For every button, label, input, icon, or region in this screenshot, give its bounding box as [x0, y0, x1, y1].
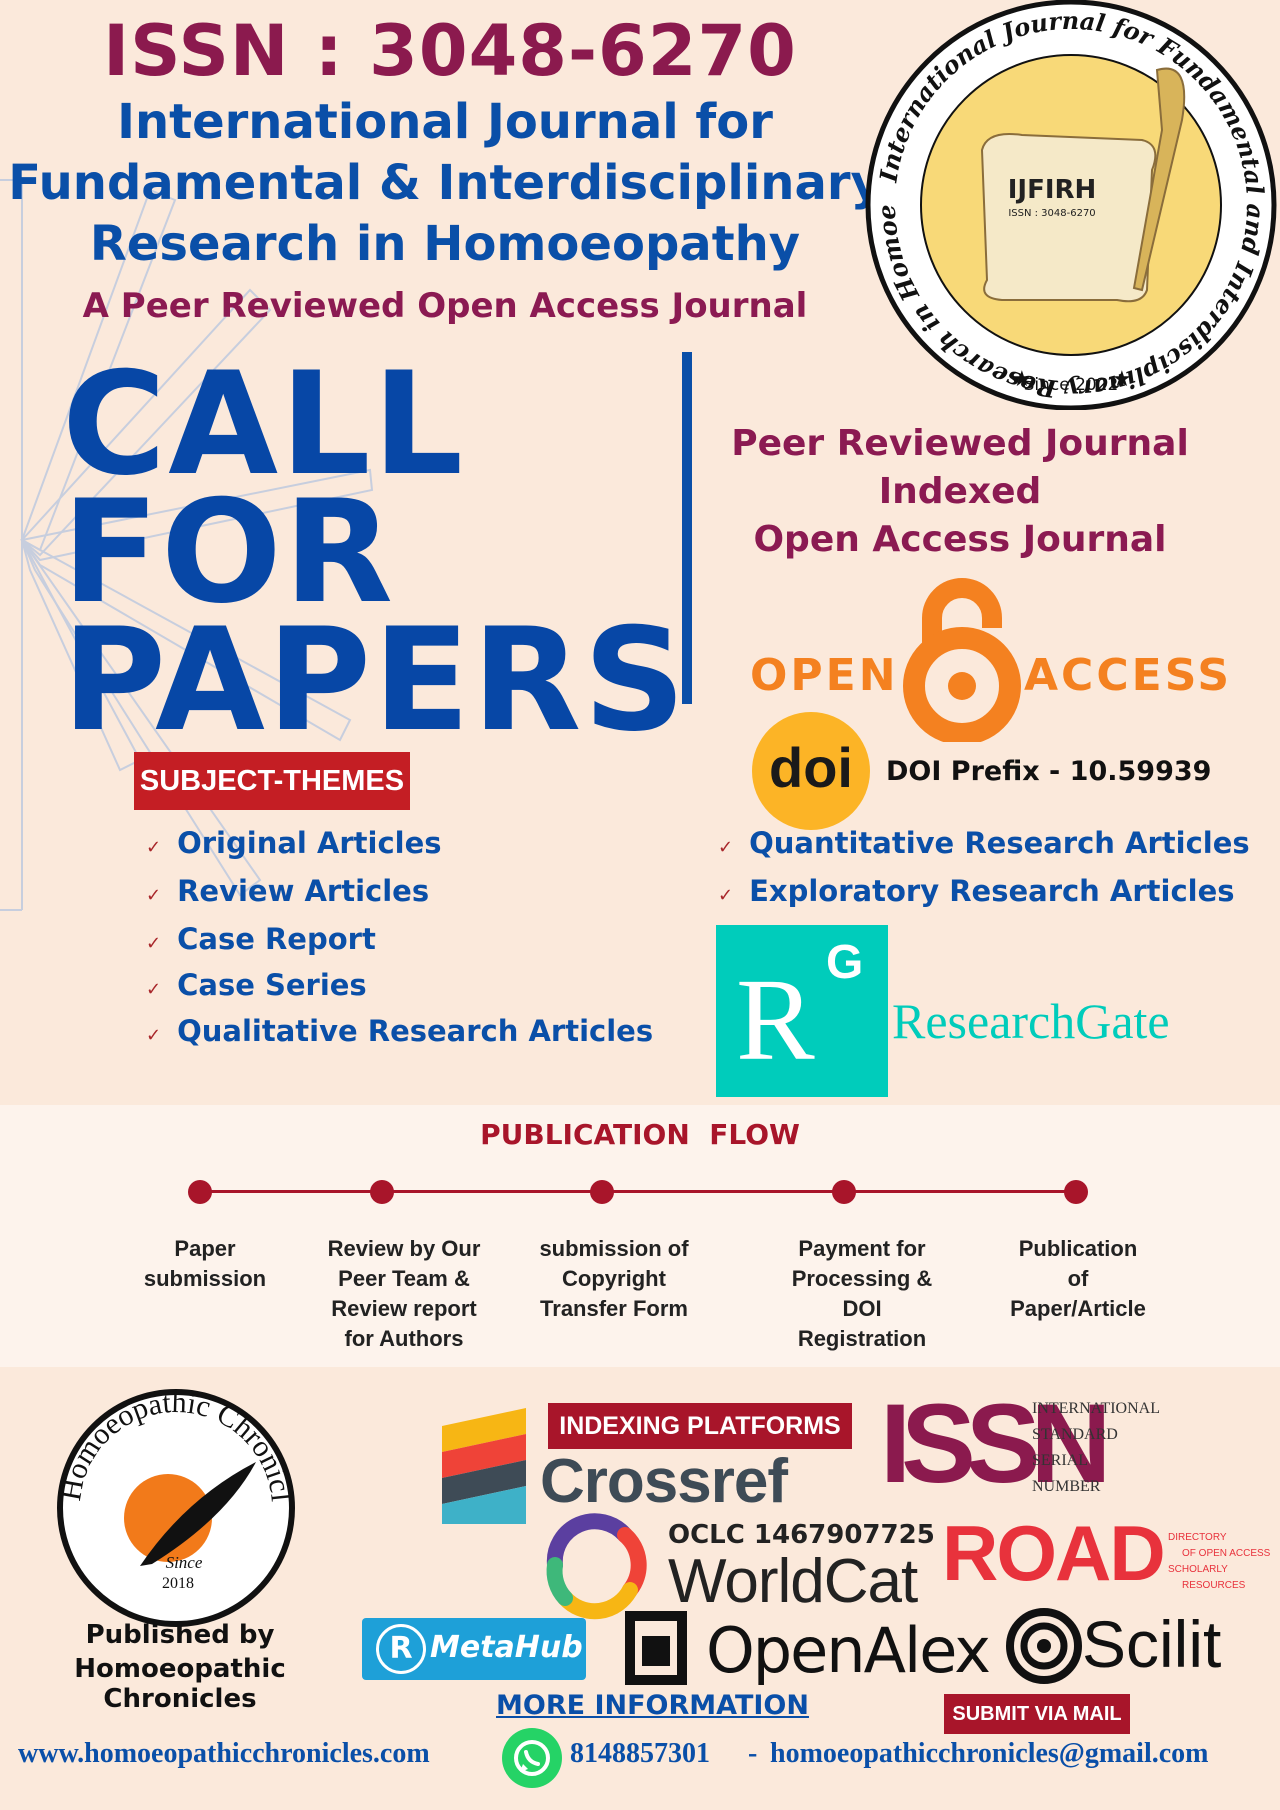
check-icon: ✓ [146, 837, 162, 858]
journal-title-line1: International Journal for [117, 94, 773, 150]
list-item: ✓Quantitative Research Articles [718, 826, 1250, 860]
scilit-text: Scilit [1082, 1607, 1222, 1681]
published-by-label: Published by [85, 1620, 275, 1650]
open-access-lock-icon [903, 578, 1021, 742]
road-caption: DIRECTORY OF OPEN ACCESS SCHOLARLY RESOU… [1168, 1532, 1271, 1591]
svg-text:★: ★ [1112, 367, 1132, 392]
open-access-left-text: OPEN [750, 650, 899, 701]
journal-tagline: A Peer Reviewed Open Access Journal [82, 286, 808, 326]
list-item: ✓Review Articles [146, 874, 430, 908]
svg-text:2018: 2018 [162, 1575, 194, 1592]
doi-prefix-text: DOI Prefix - 10.59939 [886, 756, 1212, 787]
check-icon: ✓ [718, 837, 734, 858]
list-item: ✓Exploratory Research Articles [718, 874, 1235, 908]
list-item: ✓Case Series [146, 968, 367, 1002]
email-link[interactable]: homoeopathicchronicles@gmail.com [770, 1738, 1209, 1769]
svg-text:IJFIRH: IJFIRH [1008, 175, 1097, 205]
journal-title-line2: Fundamental & Interdisciplinary [8, 155, 882, 211]
open-access-right-text: ACCESS [1024, 650, 1233, 701]
right-headline-line2: Indexed [878, 471, 1042, 512]
openalex-text: OpenAlex [706, 1614, 991, 1687]
svg-text:Since: Since [166, 1553, 203, 1572]
homoeopathic-chronicles-logo: Homoeopathic Chronicles Since 2018 [56, 1388, 296, 1627]
scilit-icon [1006, 1608, 1082, 1684]
publisher-name: Homoeopathic Chronicles [74, 1654, 286, 1714]
openalex-icon [625, 1611, 687, 1685]
oclc-number: OCLC 1467907725 [668, 1520, 935, 1550]
check-icon: ✓ [146, 1025, 162, 1046]
flow-step-dot [590, 1180, 614, 1204]
doi-logo: doi [752, 712, 870, 830]
call-text: CALL [62, 342, 466, 507]
doi-logo-text: doi [769, 736, 853, 799]
researchgate-g: G [826, 936, 864, 989]
check-icon: ✓ [146, 933, 162, 954]
website-link[interactable]: www.homoeopathicchronicles.com [18, 1738, 430, 1769]
svg-text:Since 2022: Since 2022 [1024, 375, 1119, 395]
papers-text: PAPERS [62, 598, 688, 763]
metahub-text: MetaHub [430, 1630, 583, 1665]
journal-seal-logo: International Journal for Fundamental an… [862, 0, 1277, 410]
researchgate-r: R [736, 954, 815, 1085]
crossref-icon [442, 1408, 526, 1524]
flow-step-dot [832, 1180, 856, 1204]
flow-step-dot [188, 1180, 212, 1204]
metahub-logo: R MetaHub [362, 1618, 586, 1680]
list-item: ✓Original Articles [146, 826, 442, 860]
metahub-r: R [376, 1624, 426, 1674]
footer-separator: - [748, 1738, 758, 1769]
worldcat-text: WorldCat [668, 1547, 918, 1616]
issn-heading: ISSN : 3048-6270 [103, 10, 797, 92]
journal-title-line3: Research in Homoeopathy [89, 216, 801, 272]
vertical-divider [682, 352, 692, 704]
flow-line [198, 1190, 1076, 1193]
researchgate-name: ResearchGate [892, 993, 1170, 1049]
list-item: ✓Qualitative Research Articles [146, 1014, 654, 1048]
road-logo: ROAD [942, 1509, 1166, 1597]
worldcat-icon [546, 1513, 647, 1620]
flow-step-dot [1064, 1180, 1088, 1204]
publication-flow-title: PUBLICATION FLOW [480, 1118, 800, 1151]
more-information-link[interactable]: MORE INFORMATION [496, 1690, 809, 1721]
flow-step-dot [370, 1180, 394, 1204]
publication-flow-section [0, 1105, 1280, 1367]
check-icon: ✓ [146, 979, 162, 1000]
crossref-text: Crossref [540, 1447, 788, 1516]
background-ray-decoration [0, 179, 374, 911]
submit-via-mail-badge: SUBMIT VIA MAIL [944, 1694, 1130, 1734]
themes-left-list: ✓Original Articles ✓Review Articles ✓Cas… [146, 826, 653, 1060]
svg-text:ISSN : 3048-6270: ISSN : 3048-6270 [1008, 208, 1095, 219]
right-headline-line3: Open Access Journal [753, 519, 1167, 560]
themes-right-list: ✓Quantitative Research Articles ✓Explora… [718, 826, 1250, 922]
indexing-platforms-badge: INDEXING PLATFORMS [548, 1403, 852, 1449]
phone-number[interactable]: 8148857301 [570, 1738, 710, 1769]
for-text: FOR [62, 470, 396, 635]
list-item: ✓Case Report [146, 922, 376, 956]
check-icon: ✓ [146, 885, 162, 906]
whatsapp-icon [502, 1728, 562, 1788]
subject-themes-badge: SUBJECT-THEMES [134, 752, 410, 810]
researchgate-logo-box: R G [716, 925, 888, 1097]
check-icon: ✓ [718, 885, 734, 906]
svg-text:★: ★ [1012, 367, 1032, 392]
right-headline-line1: Peer Reviewed Journal [731, 423, 1189, 464]
issn-logo: ISSN [880, 1381, 1111, 1506]
issn-logo-caption: INTERNATIONAL STANDARD SERIAL NUMBER [1032, 1400, 1160, 1495]
